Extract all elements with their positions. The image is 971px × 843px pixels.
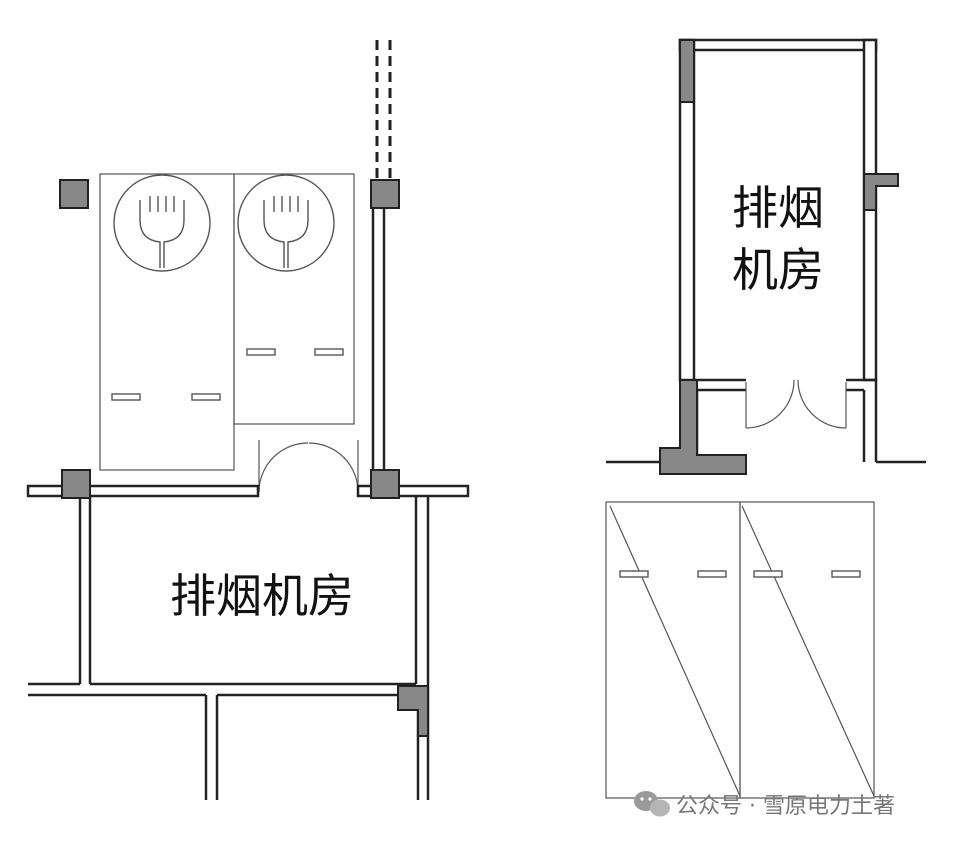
column — [659, 379, 747, 475]
wheel-stop — [753, 570, 783, 578]
smoke-exhaust-room-right: 排烟 机房 — [678, 38, 878, 382]
wechat-icon — [634, 791, 670, 817]
room-label-left: 排烟机房 — [170, 569, 354, 623]
column — [370, 179, 400, 209]
parking-bay-2 — [233, 173, 355, 425]
wheel-stop — [697, 570, 727, 578]
right-plan: 排烟 机房 — [605, 38, 926, 799]
charging-plug-icon — [113, 174, 211, 272]
parking-bays-left — [99, 173, 355, 471]
structural-columns-left — [59, 179, 429, 737]
column — [863, 173, 899, 211]
column — [397, 685, 429, 737]
room-label-right-line2: 机房 — [732, 243, 824, 297]
wheel-stop — [191, 393, 221, 401]
double-door-right — [745, 379, 847, 429]
column — [61, 469, 91, 499]
structural-columns-right — [659, 39, 899, 475]
wheel-stop — [314, 348, 344, 356]
wheel-stop — [246, 348, 276, 356]
charging-plug-icon — [237, 174, 335, 272]
column — [370, 469, 400, 499]
smoke-exhaust-room-left: 排烟机房 — [78, 496, 430, 800]
wheel-stop — [111, 393, 141, 401]
left-plan: 排烟机房 — [26, 40, 470, 800]
parking-bays-right — [605, 501, 875, 799]
corridor-walls-right — [606, 378, 926, 464]
corridor-walls-left — [26, 484, 470, 498]
vertical-wall-right — [371, 208, 386, 470]
parking-bay-4 — [739, 501, 875, 799]
watermark: 公众号 · 雪原电力土著 — [634, 791, 895, 819]
watermark-text: 公众号 · 雪原电力土著 — [676, 794, 895, 819]
lower-walls-left — [28, 682, 420, 800]
parking-bay-3 — [605, 501, 741, 799]
column — [679, 39, 695, 103]
wheel-stop — [619, 570, 649, 578]
column — [59, 179, 89, 209]
double-door-left — [258, 440, 359, 493]
room-label-right-line1: 排烟 — [732, 181, 824, 235]
wheel-stop — [831, 570, 861, 578]
dashed-shaft-lines — [375, 40, 392, 180]
